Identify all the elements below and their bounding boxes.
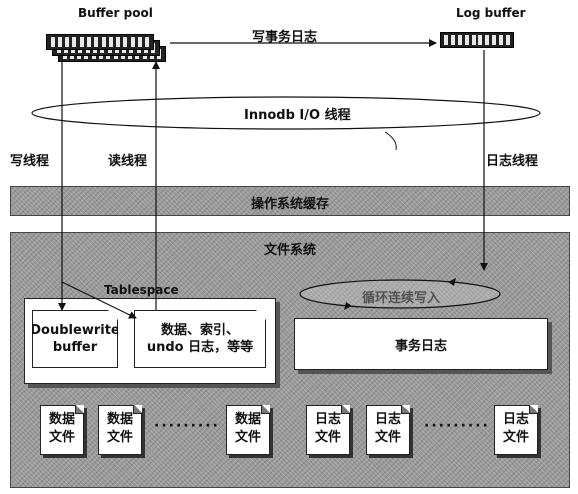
tablespace-label: Tablespace bbox=[104, 283, 179, 297]
buffer-pool-label: Buffer pool bbox=[78, 6, 153, 20]
log-file-1: 日志 文件 bbox=[306, 405, 350, 455]
data-file-2-line1: 数据 bbox=[106, 412, 133, 427]
os-cache-label: 操作系统缓存 bbox=[250, 197, 329, 212]
innodb-io-thread-ellipse bbox=[31, 96, 541, 130]
circular-arrow-head-top bbox=[448, 278, 456, 286]
circular-write-label: 循环连续写入 bbox=[362, 291, 441, 306]
circular-write-ellipse bbox=[299, 279, 501, 309]
data-line1: 数据、索引、 bbox=[160, 323, 239, 338]
log-thread-label: 日志线程 bbox=[486, 154, 539, 169]
doublewrite-line2: buffer bbox=[52, 340, 98, 355]
log-file-3-line1: 日志 bbox=[502, 412, 529, 427]
data-files-ellipsis: ········· bbox=[154, 418, 220, 434]
data-file-2-line2: 文件 bbox=[106, 430, 133, 445]
data-file-3: 数据 文件 bbox=[226, 405, 270, 455]
innodb-io-thread-label: Innodb I/O 线程 bbox=[242, 104, 353, 123]
doublewrite-line1: Doublewrite bbox=[30, 323, 120, 338]
doublewrite-to-data-arrow bbox=[61, 281, 137, 319]
circular-arrow-head-bottom bbox=[344, 302, 352, 310]
log-file-2-line2: 文件 bbox=[374, 430, 401, 445]
log-buffer-label: Log buffer bbox=[456, 6, 526, 20]
log-file-2-line1: 日志 bbox=[374, 412, 401, 427]
write-tx-log-label: 写事务日志 bbox=[252, 30, 318, 45]
log-file-2: 日志 文件 bbox=[366, 405, 410, 455]
data-file-1: 数据 文件 bbox=[40, 405, 84, 455]
data-line2: undo 日志，等等 bbox=[146, 340, 254, 355]
log-file-1-line1: 日志 bbox=[314, 412, 341, 427]
tx-log-label: 事务日志 bbox=[394, 338, 447, 354]
data-file-3-line2: 文件 bbox=[234, 430, 261, 445]
write-thread-label: 写线程 bbox=[10, 154, 50, 169]
ellipse-tail bbox=[384, 131, 397, 151]
data-file-3-line1: 数据 bbox=[234, 412, 261, 427]
data-file-1-line1: 数据 bbox=[48, 412, 75, 427]
log-file-3: 日志 文件 bbox=[494, 405, 538, 455]
data-file-2: 数据 文件 bbox=[98, 405, 142, 455]
log-file-1-line2: 文件 bbox=[314, 430, 341, 445]
data-file-1-line2: 文件 bbox=[48, 430, 75, 445]
filesystem-label: 文件系统 bbox=[263, 243, 316, 258]
log-file-3-line2: 文件 bbox=[502, 430, 529, 445]
log-files-ellipsis: ········· bbox=[424, 418, 490, 434]
os-cache-band: 操作系统缓存 bbox=[10, 186, 570, 216]
log-buffer-module bbox=[440, 32, 514, 48]
data-index-undo-doc: 数据、索引、 undo 日志，等等 bbox=[134, 310, 266, 368]
buffer-pool-module-1 bbox=[46, 34, 154, 50]
doublewrite-buffer-doc: Doublewrite buffer bbox=[32, 310, 118, 368]
tx-log-box: 事务日志 bbox=[294, 318, 548, 370]
read-thread-label: 读线程 bbox=[108, 154, 148, 169]
